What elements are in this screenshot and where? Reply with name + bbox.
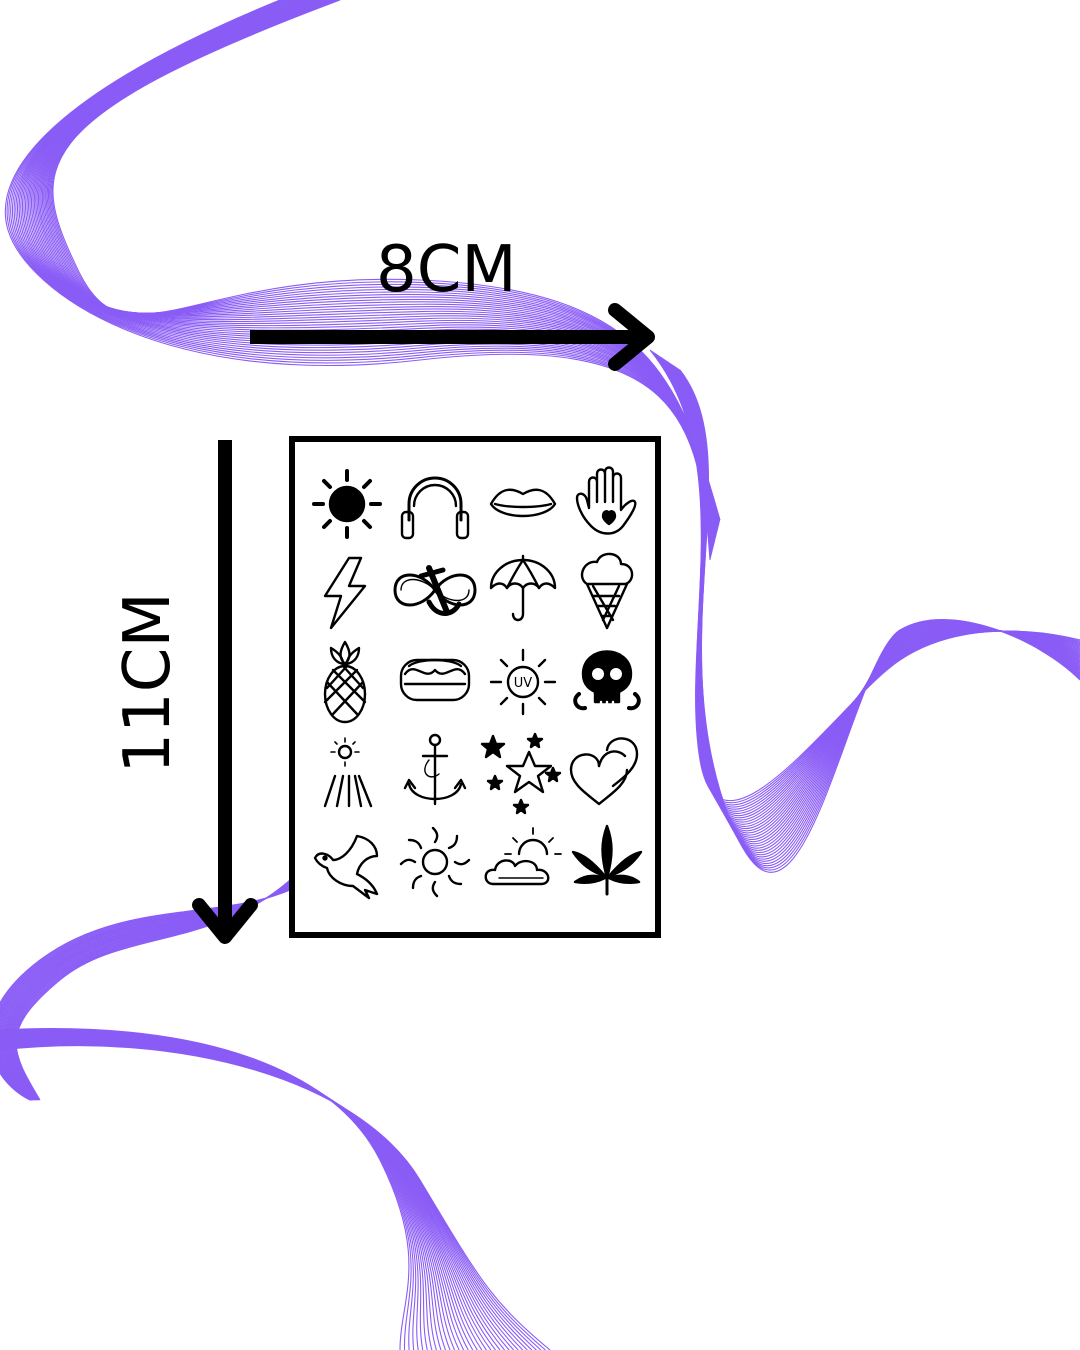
tattoo-grid: UV — [312, 466, 643, 900]
wave-line — [31, 0, 716, 541]
wave-bottom — [0, 1027, 551, 1350]
wave-line — [6, 0, 711, 559]
pineapple-icon — [323, 640, 367, 724]
wave-upper — [4, 0, 721, 561]
sun-cloud-icon — [484, 827, 562, 886]
wave-line — [29, 0, 716, 542]
wave-line — [679, 369, 1080, 873]
skull-icon — [573, 650, 641, 711]
wave-line — [33, 0, 716, 539]
umbrella-icon — [489, 554, 557, 622]
tattoo-sheet: UV — [289, 436, 661, 938]
infinity-anchor-icon — [393, 565, 477, 616]
wave-line — [35, 0, 717, 538]
wave-line — [4, 0, 711, 561]
cannabis-leaf-icon — [571, 824, 643, 896]
two-hearts-icon — [569, 737, 639, 806]
sun-rays-icon — [323, 737, 373, 808]
wave-line — [37, 0, 717, 535]
hotdog-icon — [399, 658, 471, 702]
wave-line — [0, 1045, 551, 1350]
height-label: 11CM — [111, 592, 185, 774]
wave-line — [36, 0, 717, 536]
wave-line — [26, 0, 715, 545]
anchor-icon — [403, 733, 467, 806]
wave-line — [27, 0, 715, 544]
dove-icon — [313, 834, 379, 900]
ice-cream-cone-icon — [580, 552, 634, 630]
sun-icon — [312, 469, 382, 539]
uv-sun-icon: UV — [489, 648, 557, 716]
stars-icon — [480, 732, 562, 815]
width-label: 8CM — [376, 233, 517, 307]
width-arrow — [250, 303, 655, 371]
height-arrow — [192, 440, 258, 944]
wave-line — [39, 0, 718, 534]
wave-line — [32, 0, 716, 540]
svg-text:UV: UV — [514, 676, 533, 691]
wave-right — [649, 349, 1080, 873]
lightning-bolt-icon — [323, 556, 367, 630]
headphones-icon — [400, 476, 470, 540]
hamsa-hand-icon — [575, 466, 637, 535]
sun-outline-icon — [399, 826, 471, 898]
lips-icon — [489, 488, 557, 518]
